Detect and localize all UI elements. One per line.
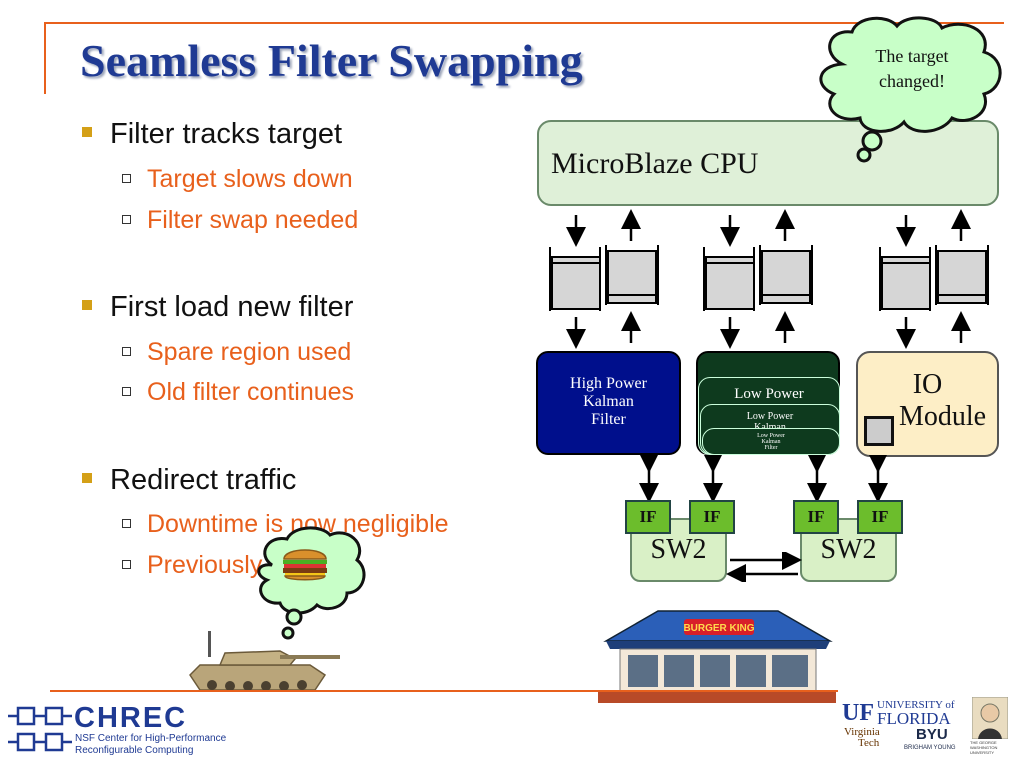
gw-label: THE GEORGE WASHINGTON UNIVERSITY [970, 740, 998, 755]
restaurant-image: BURGER KING [598, 610, 836, 703]
bullet-marker [82, 473, 92, 484]
bullet-marker [82, 300, 92, 311]
sub-bullet-marker [122, 386, 131, 396]
thought-cloud-top [819, 16, 1002, 163]
bullet-1: Filter tracks target [82, 118, 342, 151]
sub-bullet-marker [122, 214, 131, 224]
bullet-2: First load new filter [82, 291, 353, 324]
chrec-wordmark: CHREC [74, 702, 188, 734]
cpu-label: MicroBlaze CPU [551, 147, 759, 180]
sub-bullet-2-1: Spare region used [122, 338, 351, 367]
slide-title: Seamless Filter Swapping [80, 35, 583, 86]
byu-logo: BYU [916, 726, 948, 743]
bullet-marker [82, 127, 92, 138]
if-box-2: IF [689, 500, 735, 534]
uf-university-name: UNIVERSITY of FLORIDA [877, 699, 955, 728]
thought-cloud-text: The target changed! [875, 46, 949, 91]
top-accent-line [44, 22, 1004, 24]
if-link-arrows [639, 455, 888, 500]
sub-bullet-marker [122, 518, 131, 528]
tank-image [189, 631, 340, 691]
chrec-logo-icon [8, 706, 72, 752]
sub-bullet-2-2: Old filter continues [122, 378, 354, 407]
microblaze-cpu-box: MicroBlaze CPU [537, 120, 999, 206]
restaurant-sign-text: BURGER KING [683, 623, 754, 634]
gw-portrait-icon [972, 697, 1008, 739]
if-box-3: IF [793, 500, 839, 534]
chrec-subtitle: NSF Center for High-Performance Reconfig… [75, 733, 227, 756]
bullet-3: Redirect traffic [82, 464, 296, 497]
high-power-kalman-filter: High Power Kalman Filter [536, 351, 681, 455]
sub-bullet-marker [122, 346, 131, 356]
io-port-square [864, 416, 894, 446]
low-power-filter-card-3: Low Power Kalman Filter [702, 428, 840, 455]
sub-bullet-1-1: Target slows down [122, 165, 353, 194]
byu-subtitle: BRIGHAM YOUNG [904, 745, 956, 751]
sub-bullet-marker [122, 173, 131, 183]
if-box-1: IF [625, 500, 671, 534]
bus-arrows-and-fifos [549, 209, 989, 349]
title-accent-line [44, 22, 46, 94]
hamburger-icon [283, 549, 327, 581]
sub-bullet-marker [122, 559, 131, 569]
sub-bullet-1-2: Filter swap needed [122, 206, 358, 235]
if-box-4: IF [857, 500, 903, 534]
switch-link-arrows [726, 552, 802, 582]
uf-logo: UF [842, 700, 874, 726]
footer-accent-line [50, 690, 838, 692]
vt-logo: Virginia Tech [844, 726, 880, 749]
